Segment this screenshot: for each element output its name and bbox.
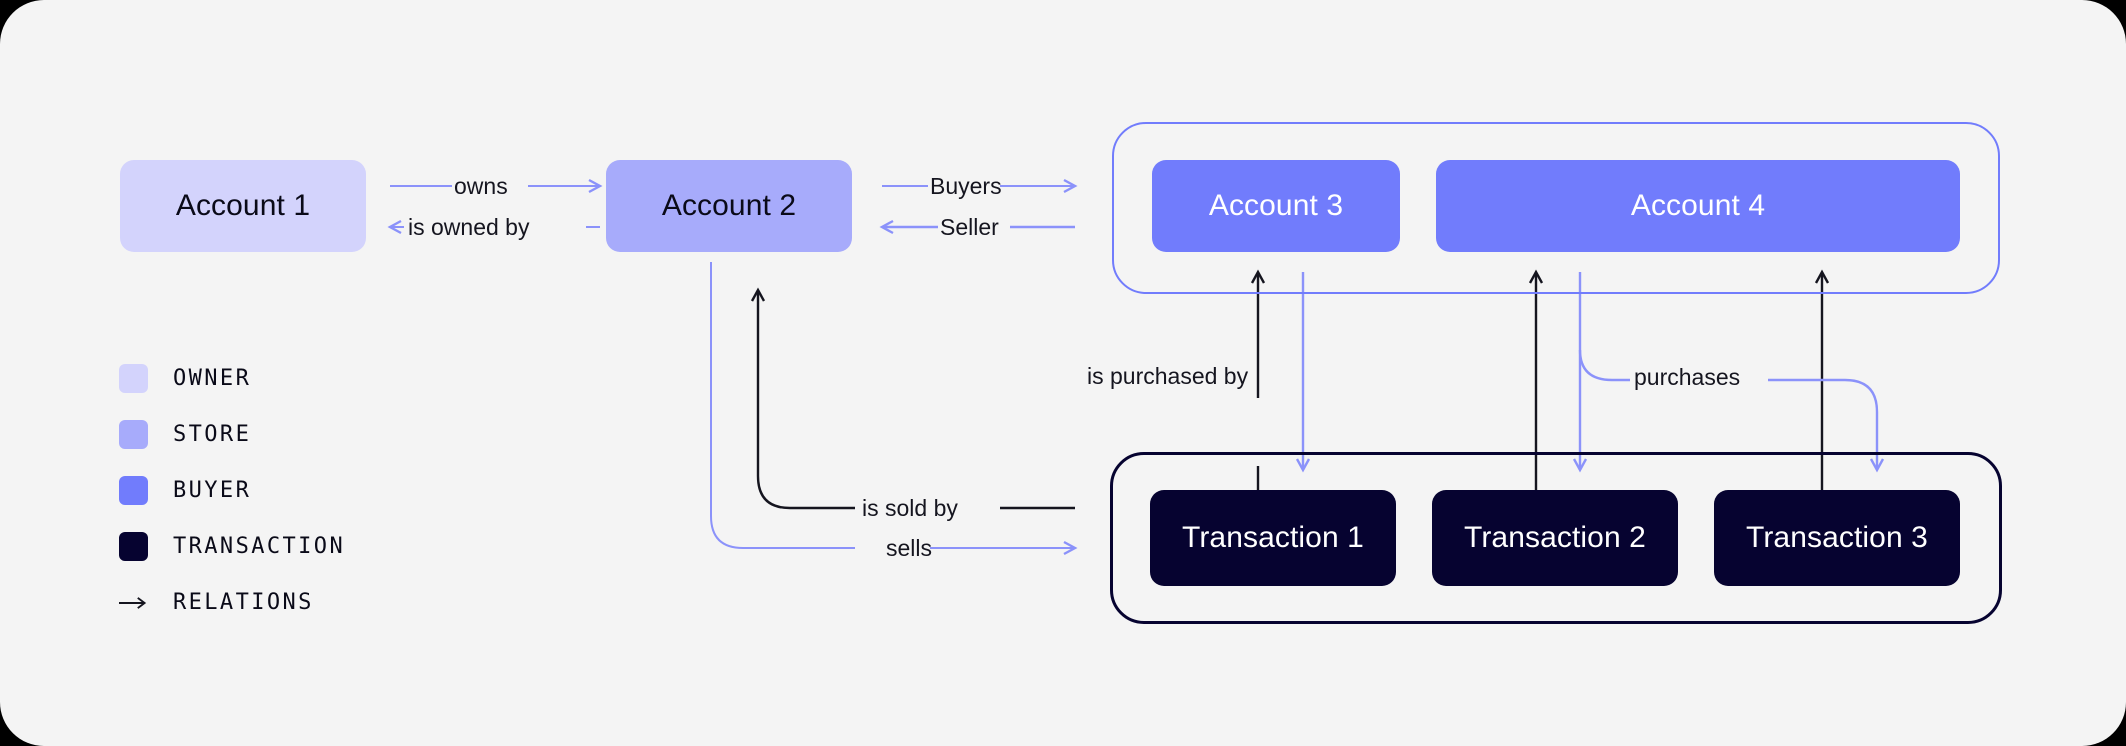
buyers-group-container <box>1112 122 2000 294</box>
node-transaction-3-label: Transaction 3 <box>1746 521 1928 554</box>
node-account-4[interactable]: Account 4 <box>1436 160 1960 252</box>
legend-item-transaction-label: TRANSACTION <box>173 534 346 559</box>
legend-item-owner: OWNER <box>119 358 345 399</box>
edge-label-sells: sells <box>886 535 933 561</box>
legend-item-transaction: TRANSACTION <box>119 526 345 567</box>
edge-label-owns: owns <box>454 173 508 199</box>
edge-label-is-sold-by: is sold by <box>862 495 958 521</box>
legend-item-buyer: BUYER <box>119 470 345 511</box>
owner-swatch-icon <box>119 364 148 393</box>
node-account-3-label: Account 3 <box>1208 189 1344 222</box>
node-account-1-label: Account 1 <box>175 189 311 222</box>
node-transaction-3[interactable]: Transaction 3 <box>1714 490 1960 586</box>
edge-label-purchases: purchases <box>1634 364 1741 390</box>
store-swatch-icon <box>119 420 148 449</box>
edge-is-sold-by <box>750 287 1075 510</box>
node-transaction-2-label: Transaction 2 <box>1464 521 1646 554</box>
node-account-1[interactable]: Account 1 <box>120 160 366 252</box>
legend-item-relations-label: RELATIONS <box>173 590 314 615</box>
legend-item-buyer-label: BUYER <box>173 478 252 503</box>
node-account-4-label: Account 4 <box>1630 189 1766 222</box>
buyer-swatch-icon <box>119 476 148 505</box>
legend-item-owner-label: OWNER <box>173 366 252 391</box>
node-account-2[interactable]: Account 2 <box>606 160 852 252</box>
transaction-swatch-icon <box>119 532 148 561</box>
node-transaction-2[interactable]: Transaction 2 <box>1432 490 1678 586</box>
edge-label-seller: Seller <box>940 214 999 240</box>
arrow-right-icon <box>119 595 148 611</box>
node-transaction-1-label: Transaction 1 <box>1182 521 1364 554</box>
legend-item-store-label: STORE <box>173 422 252 447</box>
node-account-3[interactable]: Account 3 <box>1152 160 1400 252</box>
edge-label-is-purchased-by: is purchased by <box>1087 363 1249 389</box>
legend-item-store: STORE <box>119 414 345 455</box>
legend: OWNER STORE BUYER TRANSACTION RELATIONS <box>119 358 345 638</box>
node-transaction-1[interactable]: Transaction 1 <box>1150 490 1396 586</box>
edge-label-is-owned-by: is owned by <box>408 214 530 240</box>
legend-item-relations: RELATIONS <box>119 582 345 623</box>
transactions-group-container <box>1110 452 2002 624</box>
edge-purchases <box>1295 272 1885 473</box>
edge-label-buyers: Buyers <box>930 173 1002 199</box>
node-account-2-label: Account 2 <box>661 189 797 222</box>
